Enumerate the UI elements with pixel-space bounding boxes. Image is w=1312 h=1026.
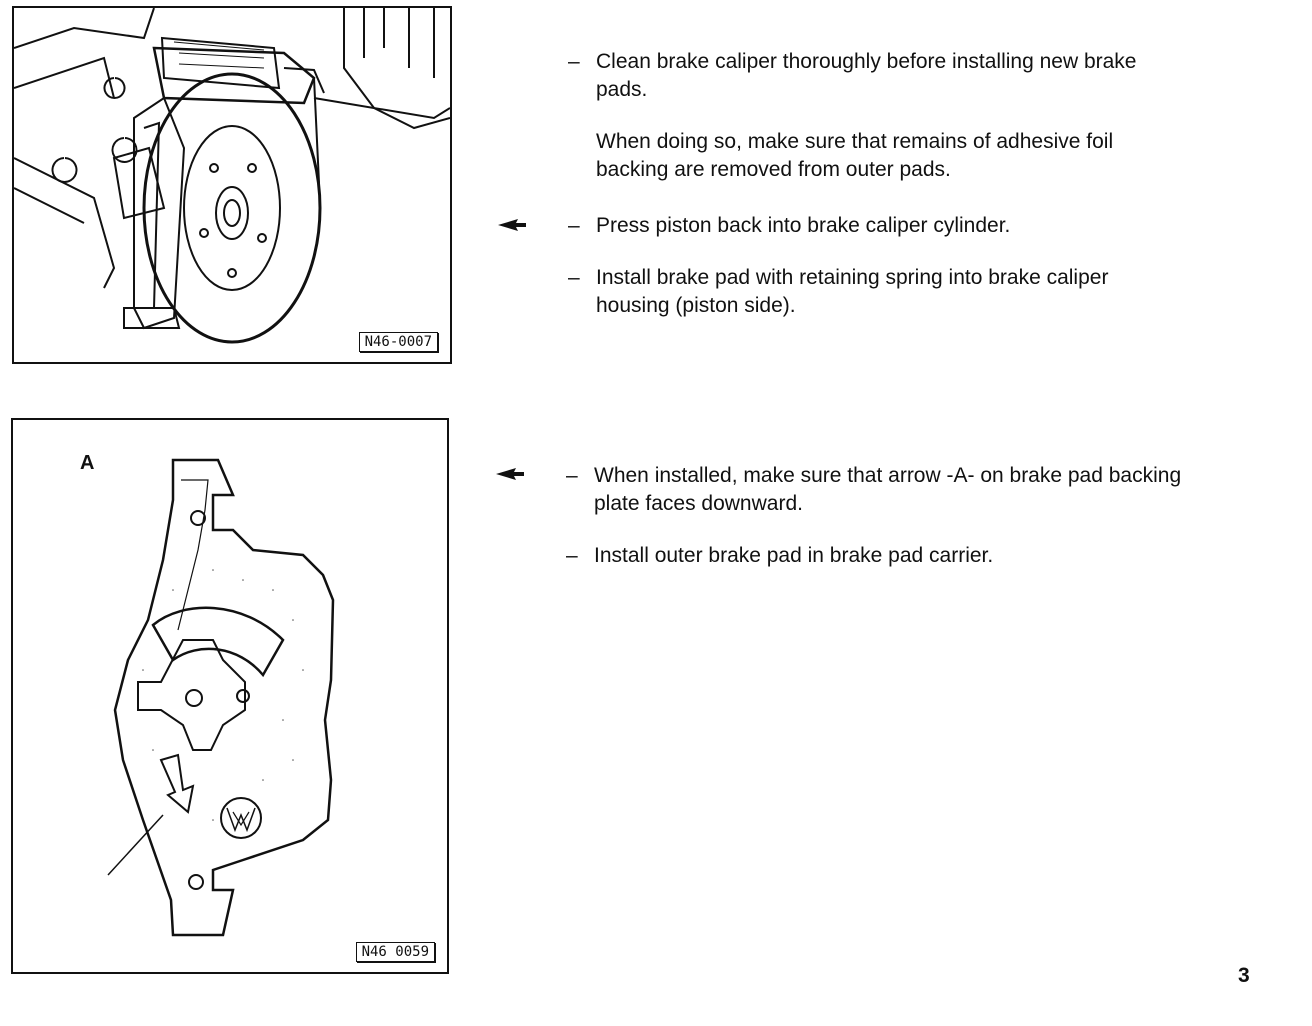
step-text: Clean brake caliper thoroughly before in… xyxy=(596,48,1136,184)
list-dash: – xyxy=(568,214,580,237)
step-text: Press piston back into brake caliper cyl… xyxy=(596,212,1010,240)
step-line: Install outer brake pad in brake pad car… xyxy=(594,544,994,567)
step-line: When installed, make sure that arrow -A-… xyxy=(594,464,1182,487)
step-text: Install brake pad with retaining spring … xyxy=(596,264,1108,320)
step-note-line: When doing so, make sure that remains of… xyxy=(596,130,1114,153)
list-dash: – xyxy=(568,50,580,73)
step-line: pads. xyxy=(596,78,648,101)
left-arrow-pointer-icon xyxy=(498,219,526,231)
step-text: When installed, make sure that arrow -A-… xyxy=(594,462,1181,518)
page-number: 3 xyxy=(1238,964,1250,987)
callout-label-a: A xyxy=(80,452,95,474)
step-line: plate faces downward. xyxy=(594,492,803,515)
list-dash: – xyxy=(566,544,578,567)
brake-caliper-illustration xyxy=(14,8,450,344)
step-text: Install outer brake pad in brake pad car… xyxy=(594,542,993,570)
figure-code: N46-0007 xyxy=(358,332,438,352)
step-note-line: backing are removed from outer pads. xyxy=(596,158,951,181)
list-dash: – xyxy=(566,464,578,487)
figure-code: N46 0059 xyxy=(355,942,435,962)
list-dash: – xyxy=(568,266,580,289)
stipple-texture xyxy=(142,569,304,821)
figure-brake-pad: N46 0059 xyxy=(11,418,449,974)
step-line: housing (piston side). xyxy=(596,294,796,317)
figure-brake-caliper: N46-0007 xyxy=(12,6,452,364)
step-line: Install brake pad with retaining spring … xyxy=(596,266,1109,289)
step-line: Press piston back into brake caliper cyl… xyxy=(596,214,1011,237)
step-line: Clean brake caliper thoroughly before in… xyxy=(596,50,1137,73)
brake-pad-illustration xyxy=(107,458,335,937)
left-arrow-pointer-icon xyxy=(496,468,524,480)
